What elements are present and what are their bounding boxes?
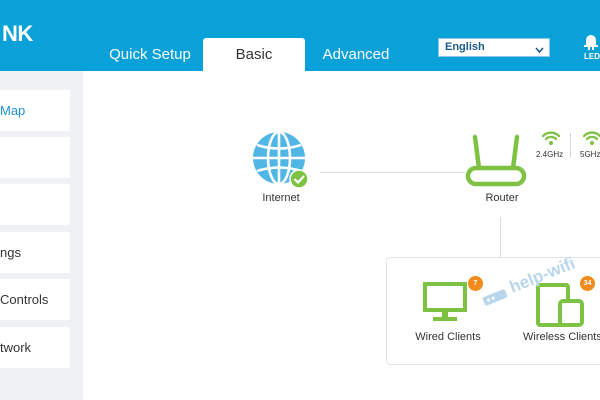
tab-basic[interactable]: Basic — [203, 38, 305, 71]
internet-node[interactable] — [250, 130, 312, 195]
tab-advanced[interactable]: Advanced — [322, 46, 390, 63]
tab-quick-setup[interactable]: Quick Setup — [109, 46, 191, 63]
tablet-phone-icon — [536, 283, 584, 327]
sidebar-item-guest-network[interactable]: twork — [0, 327, 70, 368]
watermark: help-wifi — [478, 253, 578, 309]
sidebar-item-label: Controls — [0, 292, 49, 307]
sidebar-item-2[interactable] — [0, 137, 70, 178]
top-header: NK Quick Setup Basic Advanced English LE… — [0, 0, 600, 71]
wireless-clients-node[interactable] — [536, 283, 586, 334]
brand-logo: NK — [2, 21, 33, 46]
sidebar-item-network-map[interactable]: Map — [0, 90, 70, 131]
band-24ghz-label: 2.4GHz — [536, 150, 564, 159]
wired-count-badge: 7 — [468, 276, 483, 291]
language-select[interactable]: English — [438, 38, 550, 57]
led-toggle-icon[interactable] — [583, 33, 599, 56]
router-icon — [465, 134, 527, 187]
connection-line-internet-router — [320, 172, 465, 173]
router-label: Router — [485, 192, 519, 204]
wifi-24ghz-icon[interactable] — [541, 130, 561, 151]
led-label: LED — [584, 52, 600, 61]
sidebar-item-label: ngs — [0, 245, 21, 260]
monitor-icon — [423, 282, 467, 321]
chevron-down-icon — [535, 43, 544, 60]
sidebar-item-label: Map — [0, 103, 26, 118]
globe-icon — [253, 130, 309, 189]
band-divider — [570, 133, 571, 157]
sidebar: Map ngs Controls twork — [0, 71, 83, 400]
wireless-count-badge: 34 — [580, 276, 595, 291]
internet-label: Internet — [262, 192, 300, 204]
sidebar-item-settings[interactable]: ngs — [0, 232, 70, 273]
wireless-clients-label: Wireless Clients — [523, 331, 600, 343]
sidebar-item-3[interactable] — [0, 184, 70, 225]
band-5ghz-label: 5GHz — [580, 150, 600, 159]
router-watermark-icon — [482, 288, 508, 306]
wired-clients-node[interactable] — [423, 282, 469, 329]
sidebar-item-label: twork — [0, 340, 32, 355]
sidebar-item-parental-controls[interactable]: Controls — [0, 279, 70, 320]
connection-line-router-clients — [500, 217, 501, 257]
router-node[interactable] — [465, 132, 527, 193]
wifi-5ghz-icon[interactable] — [582, 130, 600, 151]
language-value: English — [445, 41, 485, 53]
wired-clients-label: Wired Clients — [415, 331, 481, 343]
